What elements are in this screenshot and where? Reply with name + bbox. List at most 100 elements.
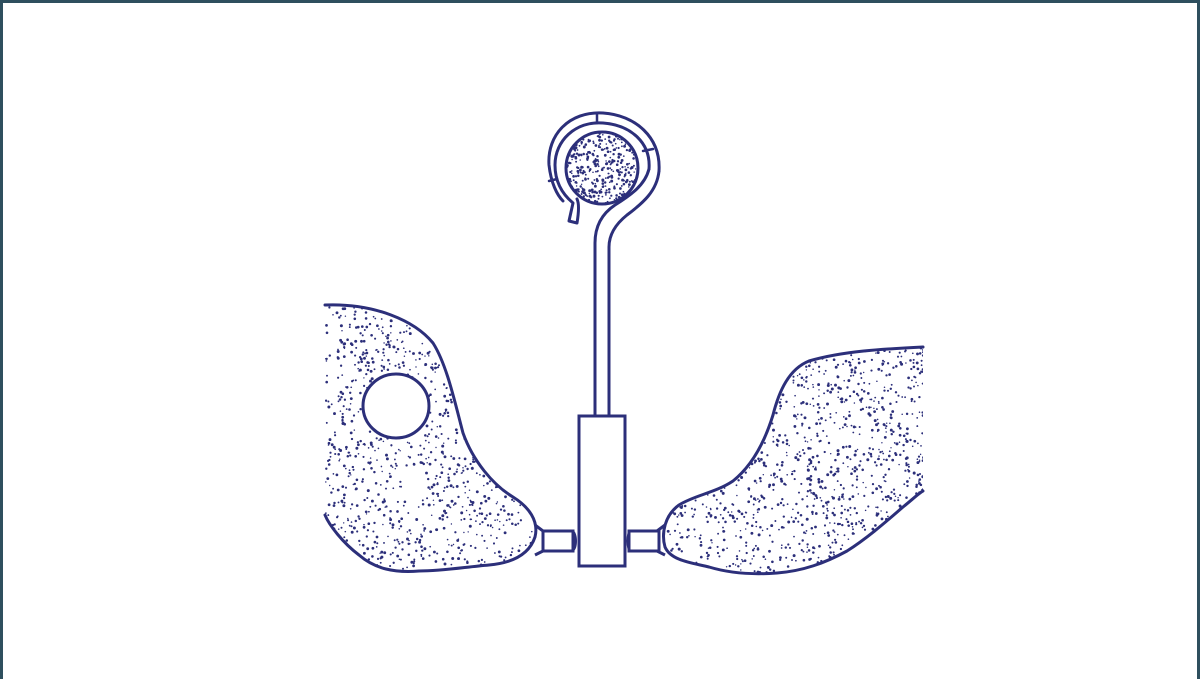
stipple-dot (834, 531, 836, 533)
stipple-dot (469, 504, 471, 506)
stipple-dot (804, 416, 807, 419)
stipple-dot (751, 525, 754, 528)
stipple-dot (711, 347, 713, 349)
stipple-dot (786, 439, 789, 442)
stipple-dot (580, 200, 583, 203)
stipple-dot (366, 497, 368, 499)
stipple-dot (402, 312, 404, 314)
stipple-dot (793, 536, 795, 538)
stipple-dot (628, 163, 630, 165)
stipple-dot (606, 163, 607, 164)
stipple-dot (829, 344, 831, 346)
stipple-dot (613, 187, 616, 190)
stipple-dot (406, 325, 408, 327)
stipple-dot (762, 370, 764, 372)
stipple-dot (400, 517, 403, 520)
stipple-dot (797, 458, 800, 461)
stipple-dot (612, 170, 614, 172)
stipple-dot (608, 188, 611, 191)
stipple-dot (403, 347, 405, 349)
stipple-dot (351, 521, 353, 523)
stipple-dot (854, 548, 857, 551)
stipple-dot (465, 356, 468, 359)
stipple-dot (829, 416, 831, 418)
stipple-dot (408, 554, 411, 557)
stipple-dot (837, 480, 839, 482)
stipple-dot (484, 441, 487, 444)
stipple-dot (881, 406, 884, 409)
stipple-dot (922, 456, 924, 458)
stipple-dot (746, 460, 749, 463)
stipple-dot (833, 507, 835, 509)
stipple-dot (458, 464, 460, 466)
stipple-dot (686, 536, 688, 538)
stipple-dot (464, 415, 466, 417)
stipple-dot (507, 422, 510, 425)
stipple-dot (906, 480, 909, 483)
stipple-dot (462, 379, 465, 382)
stipple-dot (897, 534, 899, 536)
stipple-dot (441, 518, 443, 520)
stipple-dot (847, 509, 849, 511)
stipple-dot (792, 379, 794, 381)
stipple-dot (702, 503, 704, 505)
stipple-dot (829, 522, 831, 524)
stipple-dot (385, 335, 387, 337)
stipple-dot (511, 365, 513, 367)
stipple-dot (481, 394, 483, 396)
stipple-dot (761, 424, 763, 426)
stipple-dot (425, 440, 427, 442)
stipple-dot (621, 166, 623, 168)
stipple-dot (779, 408, 781, 410)
stipple-dot (885, 562, 886, 563)
stipple-dot (732, 347, 734, 349)
stipple-dot (816, 433, 818, 435)
stipple-dot (725, 379, 727, 381)
stipple-dot (472, 312, 474, 314)
stipple-dot (852, 554, 854, 556)
stipple-dot (869, 551, 872, 554)
stipple-dot (466, 302, 468, 304)
stipple-dot (408, 442, 410, 444)
stipple-dot (498, 550, 501, 553)
stipple-dot (605, 185, 607, 187)
stipple-dot (719, 469, 721, 471)
stipple-dot (537, 570, 538, 571)
stipple-dot (918, 512, 921, 515)
stipple-dot (387, 310, 389, 312)
stipple-dot (742, 560, 744, 562)
stipple-dot (923, 409, 925, 411)
stipple-dot (753, 504, 755, 506)
stipple-dot (359, 544, 360, 545)
stipple-dot (363, 340, 366, 343)
stipple-dot (890, 414, 892, 416)
stipple-dot (596, 179, 599, 182)
stipple-dot (493, 542, 495, 544)
stipple-dot (515, 389, 517, 391)
stipple-dot (881, 346, 883, 348)
stipple-dot (684, 512, 686, 514)
stipple-dot (504, 406, 506, 408)
stipple-dot (383, 355, 385, 357)
stipple-dot (710, 441, 712, 443)
stipple-dot (351, 503, 353, 505)
stipple-dot (403, 365, 405, 367)
stipple-dot (387, 334, 390, 337)
stipple-dot (829, 572, 831, 574)
stipple-dot (367, 529, 369, 531)
stipple-dot (718, 378, 721, 381)
stipple-dot (363, 357, 366, 360)
stipple-dot (465, 337, 467, 339)
stipple-dot (481, 379, 483, 381)
stipple-dot (817, 478, 820, 481)
stipple-dot (893, 493, 895, 495)
stipple-dot (408, 529, 410, 531)
stipple-dot (480, 388, 482, 390)
stipple-dot (517, 381, 519, 383)
stipple-dot (734, 520, 736, 522)
stipple-dot (503, 524, 505, 526)
stipple-dot (421, 354, 423, 356)
stipple-dot (735, 434, 736, 435)
stipple-dot (737, 420, 739, 422)
